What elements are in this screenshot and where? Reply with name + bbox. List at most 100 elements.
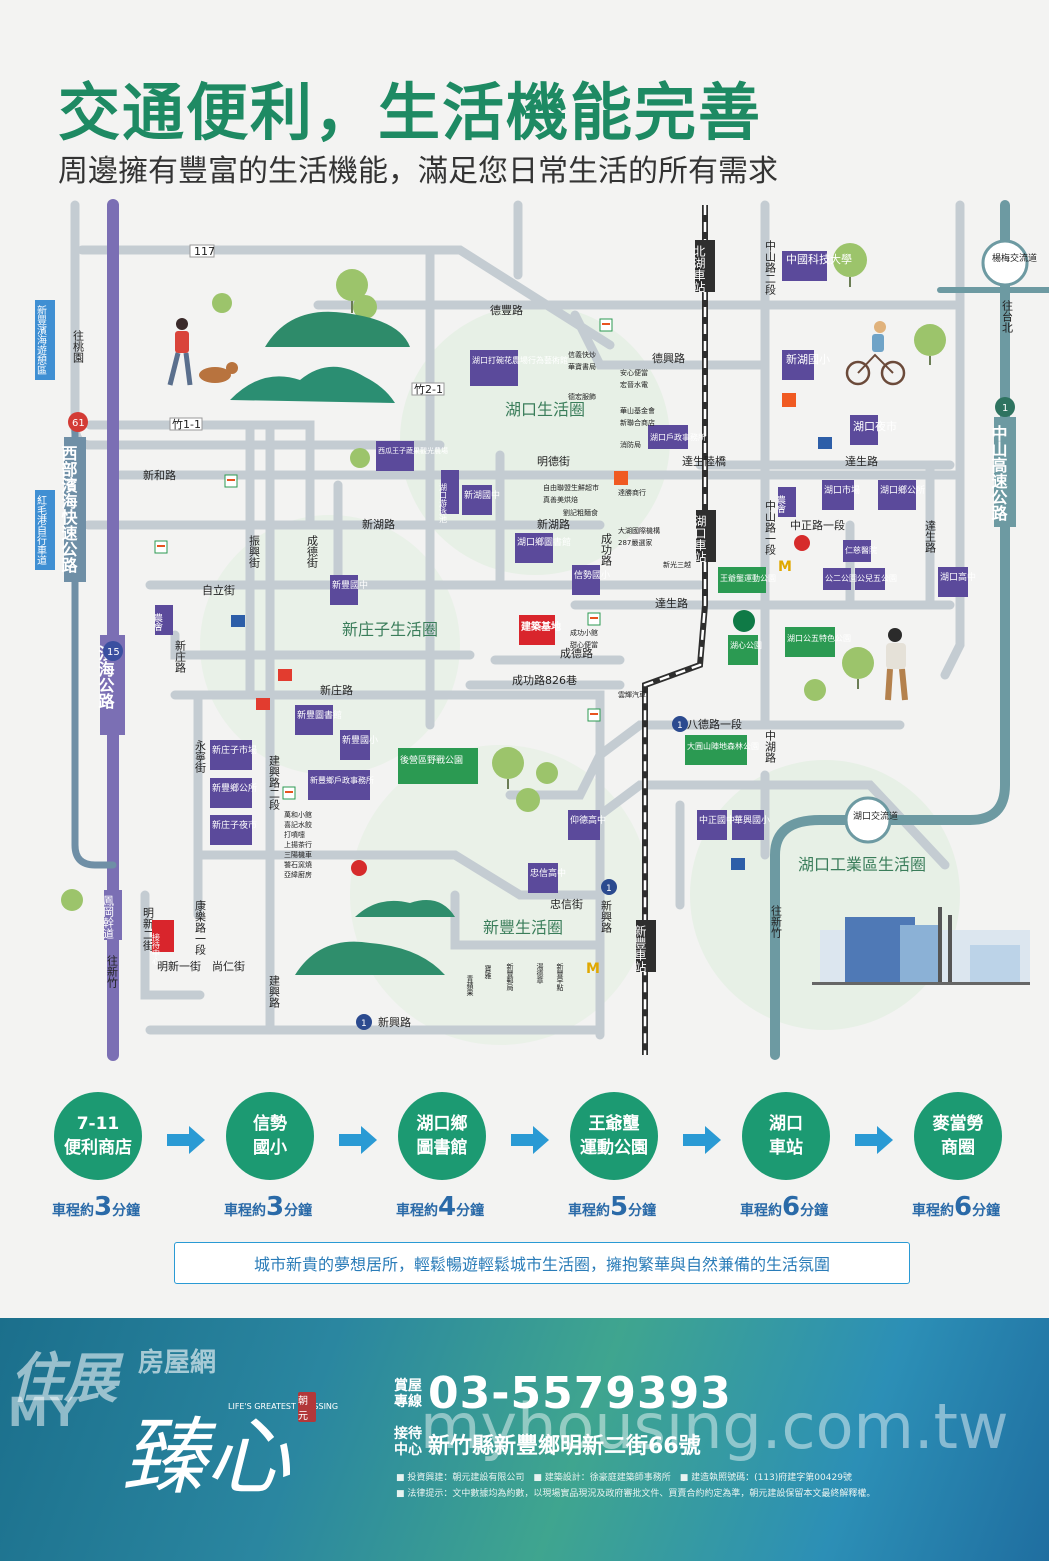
road-jianxing: 建興路二段 [268, 754, 281, 811]
road-zhongshan-1: 中山路一段 [764, 500, 777, 556]
poi-wangye-park: 王爺壟運動公園 [720, 573, 776, 583]
road-dasheng-bridge: 達生陸橋 [682, 454, 726, 468]
road-zhu2-1: 竹2-1 [414, 382, 443, 396]
shop-list-hukou-3: 宏晉水電 [620, 380, 648, 389]
travel-steps: 7-11 便利商店 信勢 國小 湖口鄉 圖書館 王爺壟 運動公園 湖口 車站 麥… [0, 1092, 1049, 1232]
poi-park5: 公兒五公園 [857, 573, 897, 583]
shop-list-xz-5: 饕石窯燒 [284, 860, 312, 869]
step-label: 湖口 車站 [742, 1092, 830, 1180]
road-chengde2: 成德路 [560, 646, 593, 660]
shop-list-xz-0: 萬和小館 [284, 810, 312, 819]
tagline-box: 城市新貴的夢想居所，輕鬆暢遊輕鬆城市生活圈，擁抱繁華與自然兼備的生活氛圍 [174, 1242, 910, 1284]
brand-logo: 臻心 [122, 1408, 291, 1506]
road-chenggong: 成功路 [600, 533, 613, 567]
road-dasheng-3: 達生路 [924, 520, 937, 554]
highway-zhongshan: 中山高速公路 [989, 424, 1008, 522]
seven-eleven-icon [154, 540, 168, 554]
poi-zhongzheng-junior: 中正國中 [699, 814, 735, 826]
step-seven-eleven: 7-11 便利商店 [53, 1092, 143, 1180]
poi-reception-center: 接待中心 [152, 932, 161, 965]
shop-list-mid-0: 自由聯盟生鮮超市 [543, 483, 599, 492]
watermark-logo: 住展 [10, 1346, 118, 1410]
area-map: 117 德豐路 德興路 竹2-1 竹1-1 新和路 明德街 達生陸橋 達生路 新… [35, 199, 1049, 1061]
shop-list-xz-1: 喜記水餃 [284, 820, 312, 829]
step-label: 麥當勞 商圈 [914, 1092, 1002, 1180]
seven-eleven-icon [599, 318, 613, 332]
poi-hukou-township: 湖口鄉公所 [880, 484, 925, 496]
area-hukou-label: 湖口生活圈 [505, 400, 585, 419]
shop-list-hukou-2: 安心便當 [620, 368, 648, 377]
seven-eleven-icon [587, 612, 601, 626]
road-mingde: 明德街 [537, 454, 570, 468]
shop-list-hukou-1: 華寶書局 [568, 362, 596, 371]
poi-renci-hospital: 仁慈醫院 [845, 545, 877, 555]
road-yongning: 永寧街 [194, 739, 207, 774]
label-to-xinzhu: 往新竹 [106, 954, 119, 989]
poi-farmers-assoc: 農會 [775, 494, 786, 514]
poi-farm-art: 湖口打碗花農場行為藝術館 [472, 355, 568, 365]
poi-xinzhuang-market: 新庄子市場 [212, 744, 257, 756]
interchange-yangmei: 楊梅交流道 [992, 252, 1037, 264]
road-zhongxin: 忠信街 [550, 897, 583, 911]
shop-list-mid-9: 雲輝汽車 [618, 690, 646, 699]
shop-list-hukou-0: 信義快炒 [568, 350, 596, 359]
footer-banner: 住展 房屋網 MY 臻心 LIFE'S GREATEST BLESSING 朝元… [0, 1318, 1049, 1561]
starbucks-icon [733, 610, 755, 632]
road-zhenxing: 振興街 [248, 534, 261, 569]
road-zhongshan-2: 中山路二段 [764, 240, 777, 296]
shop-list-xf-1: 寶雅 [484, 964, 492, 980]
road-fenggang: 鳳岡幹道 [102, 895, 115, 939]
step-time: 車程約5分鐘 [568, 1192, 657, 1222]
route-61-shield: 61 [72, 418, 85, 429]
85c-icon [351, 860, 367, 876]
road-xinzhuang-2: 新庄路 [174, 639, 187, 674]
step-hukou-library: 湖口鄉 圖書館 [397, 1092, 487, 1180]
seven-eleven-icon [282, 786, 296, 800]
poi-zhongxin-senior: 忠信高中 [530, 867, 566, 879]
pxmart-icon [818, 437, 832, 449]
address-label: 接待中心 [394, 1426, 422, 1458]
road-debao: 德豐路 [490, 303, 523, 317]
road-jianxing-2: 建興路 [268, 974, 281, 1009]
road-dasheng-2: 達生路 [655, 596, 688, 610]
poi-hukou-market: 湖口市場 [824, 484, 860, 496]
phone-label: 賞屋專線 [394, 1378, 422, 1410]
route-1-shield-c: 1 [606, 884, 612, 894]
poi-farmers-assoc-2: 農會 [152, 612, 163, 632]
area-xinfeng-label: 新豐生活圈 [483, 918, 563, 937]
poi-hukou-senior: 湖口高中 [940, 571, 976, 583]
road-ziyou: 自立街 [202, 583, 235, 597]
shop-list-mid-5: 劉記粗麵食 [563, 508, 598, 517]
shop-list-mid-4: 287嚴選家 [618, 538, 652, 547]
poi-xinfeng-junior: 新豐國中 [332, 579, 368, 591]
shop-list-xz-6: 亞緯廚房 [284, 870, 312, 879]
shop-list-xz-3: 上揚茶行 [284, 840, 312, 849]
road-zhonghu: 中湖路 [764, 730, 777, 764]
label-to-taoyuan: 往桃園 [72, 329, 85, 364]
poi-xinfeng-elementary: 新豐國小 [342, 734, 378, 746]
shopee-icon [614, 471, 628, 485]
station-north: 北湖車站 [692, 245, 706, 293]
road-mingxin2: 明新二街 [142, 907, 155, 952]
route-1-shield: 1 [1002, 403, 1008, 414]
watermark-url: myhousing.com.tw [420, 1390, 1009, 1463]
road-xinxinglu: 新興路 [378, 1015, 411, 1029]
poi-xinhu-elementary: 新湖國小 [786, 352, 830, 366]
shop-list-xf-0: 青蘋果 [466, 974, 474, 997]
label-to-xinzhu-2: 往新竹 [770, 904, 783, 939]
shop-list-mid-7: 成功小館 [570, 628, 598, 637]
step-wangye-park: 王爺壟 運動公園 [569, 1092, 659, 1180]
phone-number[interactable]: 03-5579393 [428, 1368, 732, 1419]
shop-list-xf-4: 新豐早點 [556, 962, 564, 992]
brand-seal: 朝元 [298, 1392, 316, 1422]
pxmart-icon [731, 858, 745, 870]
mcdonalds-icon: M [778, 559, 792, 575]
shop-list-hukou-5: 華山基金會 [620, 406, 655, 415]
step-time: 車程約3分鐘 [52, 1192, 141, 1222]
poi-dayuanshan-park: 大圓山陣地森林公園 [687, 741, 759, 751]
legal-note-1: ■ 投資興建：朝元建設有限公司 ■ 建築設計：徐豪庭建築師事務所 ■ 建造執照號… [396, 1473, 852, 1483]
legal-note-2: ■ 法律提示：文中數據均為約數，以現場實品現況及政府審批文件、買賣合約約定為準，… [396, 1489, 876, 1499]
poi-site: 建築基地 [520, 620, 561, 633]
road-117: 117 [194, 245, 215, 258]
step-hukou-station: 湖口 車站 [741, 1092, 831, 1180]
